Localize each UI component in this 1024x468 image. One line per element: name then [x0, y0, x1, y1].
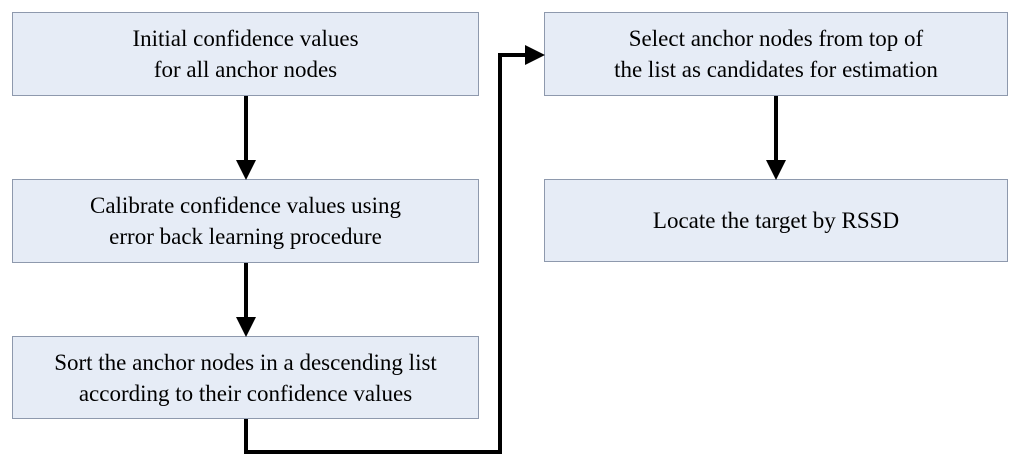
arrow-3-to-4-head: [525, 45, 545, 65]
step-locate-target-box: Locate the target by RSSD: [544, 179, 1008, 262]
step-1-line-2: for all anchor nodes: [153, 57, 338, 82]
step-4-line-1: Select anchor nodes from top of: [628, 26, 924, 51]
arrow-2-to-3-head: [236, 317, 256, 337]
arrow-4-to-5-head: [766, 160, 786, 180]
step-calibrate-confidence-box: Calibrate confidence values using error …: [12, 179, 479, 263]
arrow-1-to-2-head: [236, 160, 256, 180]
step-initial-confidence-box: Initial confidence values for all anchor…: [12, 12, 479, 96]
step-3-line-1: Sort the anchor nodes in a descending li…: [54, 349, 437, 375]
step-5-line-1: Locate the target by RSSD: [652, 208, 900, 233]
step-2-line-1: Calibrate confidence values using: [89, 193, 402, 218]
step-select-candidates-box: Select anchor nodes from top of the list…: [544, 12, 1008, 96]
step-1-line-1: Initial confidence values: [132, 26, 359, 51]
step-4-line-2: the list as candidates for estimation: [614, 57, 938, 82]
step-2-line-2: error back learning procedure: [109, 224, 382, 249]
step-3-line-2: according to their confidence values: [78, 380, 413, 406]
step-sort-anchor-nodes-box: Sort the anchor nodes in a descending li…: [12, 336, 479, 419]
